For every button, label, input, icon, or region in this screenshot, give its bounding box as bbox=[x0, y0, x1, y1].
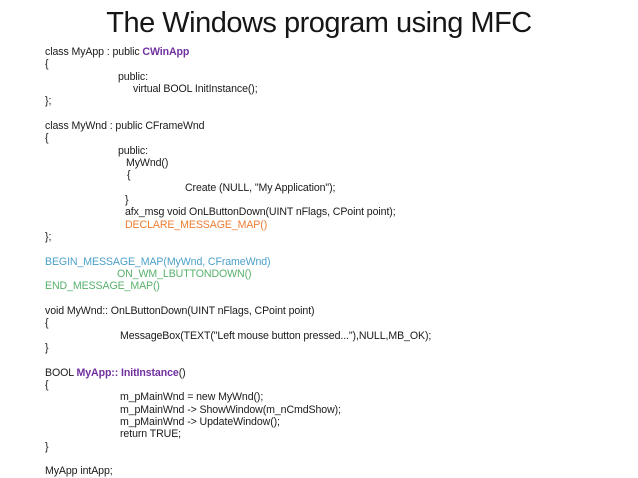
code-line: } bbox=[45, 342, 634, 354]
code-line: class MyApp : public CWinApp bbox=[45, 46, 634, 58]
code-line: { bbox=[45, 58, 634, 70]
code-line: MyApp intApp; bbox=[45, 465, 634, 477]
code-line: public: bbox=[45, 71, 634, 83]
code-line: } bbox=[45, 441, 634, 453]
code-segment: CWinApp bbox=[142, 46, 190, 58]
code-line: Create (NULL, "My Application"); bbox=[45, 182, 634, 194]
code-line: class MyWnd : public CFrameWnd bbox=[45, 120, 634, 132]
code-line: m_pMainWnd -> ShowWindow(m_nCmdShow); bbox=[45, 404, 634, 416]
code-line: { bbox=[45, 317, 634, 329]
code-segment: MessageBox(TEXT("Left mouse button press… bbox=[120, 329, 432, 342]
code-line: virtual BOOL InitInstance(); bbox=[45, 83, 634, 95]
code-line: { bbox=[45, 169, 634, 181]
code-segment: ON_WM_LBUTTONDOWN() bbox=[117, 267, 252, 280]
code-segment: MyWnd() bbox=[126, 156, 169, 169]
code-line: MessageBox(TEXT("Left mouse button press… bbox=[45, 330, 634, 342]
code-line bbox=[45, 354, 634, 366]
code-line: END_MESSAGE_MAP() bbox=[45, 280, 634, 292]
code-segment: virtual BOOL InitInstance(); bbox=[133, 82, 258, 95]
code-segment: } bbox=[45, 341, 49, 354]
code-segment: void MyWnd:: OnLButtonDown(UINT nFlags, … bbox=[45, 304, 315, 317]
code-line: MyWnd() bbox=[45, 157, 634, 169]
code-block: class MyApp : public CWinApp{public:virt… bbox=[45, 46, 634, 477]
code-segment: Create (NULL, "My Application"); bbox=[185, 181, 336, 194]
code-segment: () bbox=[178, 366, 186, 379]
code-line: BOOL MyApp:: InitInstance() bbox=[45, 367, 634, 379]
code-segment: MyApp intApp; bbox=[45, 465, 113, 478]
code-segment: BEGIN_MESSAGE_MAP(MyWnd, CFrameWnd) bbox=[45, 255, 271, 268]
slide-title: The Windows program using MFC bbox=[106, 7, 532, 39]
code-segment: MyApp:: InitInstance bbox=[76, 366, 179, 379]
code-line: m_pMainWnd = new MyWnd(); bbox=[45, 391, 634, 403]
code-segment: DECLARE_MESSAGE_MAP() bbox=[125, 218, 268, 231]
code-line: { bbox=[45, 132, 634, 144]
code-segment: END_MESSAGE_MAP() bbox=[45, 280, 160, 293]
code-line: }; bbox=[45, 231, 634, 243]
code-segment: { bbox=[45, 132, 49, 145]
code-segment: } bbox=[125, 193, 129, 206]
code-segment: public: bbox=[118, 144, 148, 157]
code-line: void MyWnd:: OnLButtonDown(UINT nFlags, … bbox=[45, 305, 634, 317]
code-segment: m_pMainWnd -> ShowWindow(m_nCmdShow); bbox=[120, 403, 341, 416]
code-segment: afx_msg void OnLButtonDown(UINT nFlags, … bbox=[125, 206, 396, 219]
code-line: }; bbox=[45, 95, 634, 107]
code-line bbox=[45, 108, 634, 120]
code-line: m_pMainWnd -> UpdateWindow(); bbox=[45, 416, 634, 428]
code-segment: m_pMainWnd -> UpdateWindow(); bbox=[120, 415, 280, 428]
code-segment: class MyApp : public bbox=[45, 46, 143, 58]
code-segment: }; bbox=[45, 95, 52, 108]
code-segment: m_pMainWnd = new MyWnd(); bbox=[120, 391, 264, 404]
code-line: BEGIN_MESSAGE_MAP(MyWnd, CFrameWnd) bbox=[45, 256, 634, 268]
code-line: return TRUE; bbox=[45, 428, 634, 440]
code-line: DECLARE_MESSAGE_MAP() bbox=[45, 219, 634, 231]
code-segment: }; bbox=[45, 230, 52, 243]
code-segment: { bbox=[127, 169, 131, 182]
code-line: { bbox=[45, 379, 634, 391]
code-line: ON_WM_LBUTTONDOWN() bbox=[45, 268, 634, 280]
code-segment: { bbox=[45, 317, 49, 330]
code-line: afx_msg void OnLButtonDown(UINT nFlags, … bbox=[45, 206, 634, 218]
code-line bbox=[45, 453, 634, 465]
code-segment: public: bbox=[118, 70, 148, 83]
code-segment: return TRUE; bbox=[120, 428, 182, 441]
code-segment: { bbox=[45, 378, 49, 391]
code-line bbox=[45, 243, 634, 255]
code-line: } bbox=[45, 194, 634, 206]
code-line: public: bbox=[45, 145, 634, 157]
code-segment: { bbox=[45, 58, 49, 71]
code-segment: class MyWnd : public CFrameWnd bbox=[45, 119, 205, 132]
code-segment: BOOL bbox=[45, 366, 77, 379]
code-line bbox=[45, 293, 634, 305]
code-segment: } bbox=[45, 440, 49, 453]
